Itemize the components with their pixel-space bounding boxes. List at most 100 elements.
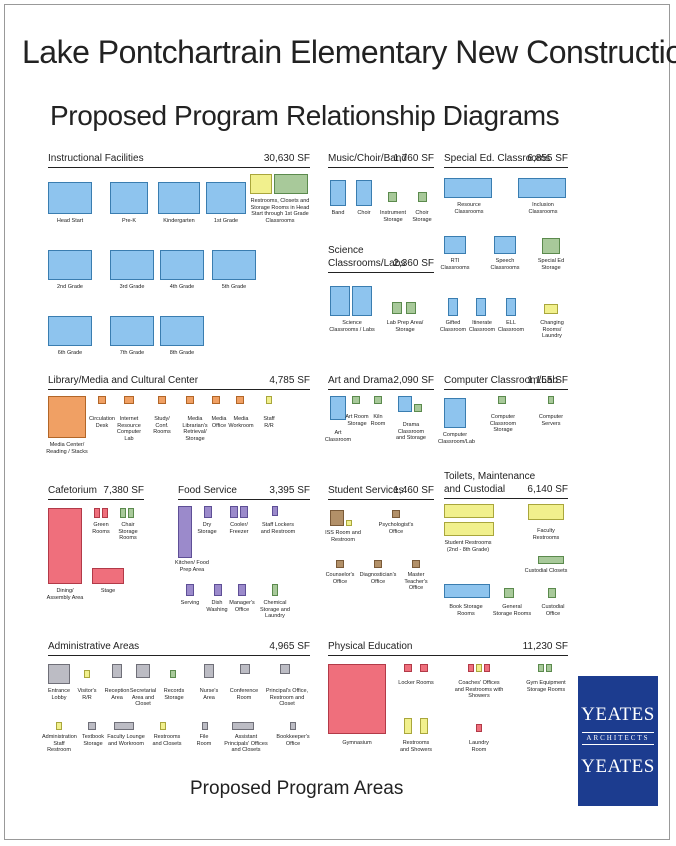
room-pe-restroom: [404, 718, 412, 734]
section-art-drama: Art and Drama 2,090 SF Art Classroom Art…: [325, 374, 434, 470]
section-header: Art and Drama 2,090 SF: [328, 374, 434, 390]
section-area: 4,965 SF: [269, 641, 310, 652]
room-label: Dry Storage: [197, 522, 217, 535]
section-area: 11,230 SF: [522, 641, 568, 652]
section-name: Art and Drama: [328, 375, 394, 386]
section-area: 30,630 SF: [263, 153, 310, 164]
room-green-room: [94, 508, 100, 518]
room-label: Visitor's R/R: [77, 688, 97, 701]
room-chair-storage: [128, 508, 134, 518]
room-label: Faculty Lounge and Workroom: [107, 734, 145, 747]
room-master-teacher: [412, 560, 420, 568]
room-4th-grade: [160, 250, 204, 280]
room-label: Master Teacher's Office: [404, 572, 428, 591]
room-label: Staff Lockers and Restroom: [260, 522, 296, 535]
section-admin: Administrative Areas 4,965 SF Entrance L…: [42, 640, 310, 760]
room-reception: [112, 664, 122, 678]
room-entrance-lobby: [48, 664, 70, 684]
room-label: Computer Servers: [538, 414, 564, 427]
room-bookkeeper: [290, 722, 296, 730]
section-name: Special Ed. Classrooms: [444, 153, 551, 164]
room-kiln: [374, 396, 382, 404]
section-instructional: Instructional Facilities 30,630 SF Head …: [48, 152, 310, 364]
room-label: Cooler/ Freezer: [229, 522, 249, 535]
section-area: 1,760 SF: [393, 153, 434, 164]
room-faculty-restrooms: [528, 504, 564, 520]
room-gymnasium: [328, 664, 386, 734]
section-name: Computer Classroom/Lab: [444, 375, 558, 386]
room-computer-storage: [498, 396, 506, 404]
section-header: Administrative Areas 4,965 SF: [48, 640, 310, 656]
room-kitchen: [178, 506, 192, 558]
section-pe: Physical Education 11,230 SF Gymnasium L…: [328, 640, 568, 760]
room-student-restrooms: [444, 504, 494, 518]
room-label: ISS Room and Restroom: [325, 530, 361, 543]
room-faculty-lounge: [114, 722, 134, 730]
section-area: 3,395 SF: [269, 485, 310, 496]
room-label: Kiln Room: [370, 414, 386, 427]
room-restrooms-closets: [160, 722, 166, 730]
room-label: 7th Grade: [119, 350, 145, 356]
room-label: 1st Grade: [213, 218, 239, 224]
room-label: Circulation Desk: [89, 416, 115, 429]
room-2nd-grade: [48, 250, 92, 280]
room-label: 3rd Grade: [119, 284, 145, 290]
section-name: Cafetorium: [48, 485, 97, 496]
room-speech: [494, 236, 516, 254]
room-dry-storage: [204, 506, 212, 518]
room-label: Resource Classrooms: [454, 202, 484, 215]
room-drama-storage: [414, 404, 422, 412]
room-green-room: [102, 508, 108, 518]
room-label: Drama Classroom and Storage: [396, 422, 426, 441]
section-name: Physical Education: [328, 641, 413, 652]
room-label: Nurse's Area: [199, 688, 219, 701]
room-itinerate: [476, 298, 486, 316]
page-subtitle: Proposed Program Relationship Diagrams: [50, 100, 560, 131]
room-label: Restrooms and Closets: [152, 734, 182, 747]
room-changing: [544, 304, 558, 314]
section-name: Library/Media and Cultural Center: [48, 375, 199, 386]
section-area: 4,785 SF: [269, 375, 310, 386]
section-music: Music/Choir/Band 1,760 SF Band Choir Ins…: [328, 152, 434, 234]
room-band: [330, 180, 346, 206]
room-label: 6th Grade: [57, 350, 83, 356]
room-dining: [48, 508, 82, 584]
room-manager: [238, 584, 246, 596]
room-kindergarten: [158, 182, 200, 214]
room-label: Lab Prep Area/ Storage: [386, 320, 424, 333]
room-nurse: [204, 664, 214, 678]
room-gym-storage: [546, 664, 552, 672]
room-computer-servers: [548, 396, 554, 404]
room-label: 4th Grade: [169, 284, 195, 290]
section-food: Food Service 3,395 SF Kitchen/ Food Prep…: [175, 484, 310, 634]
room-label: Inclusion Classrooms: [528, 202, 558, 215]
room-gifted: [448, 298, 458, 316]
room-5th-grade: [212, 250, 256, 280]
room-label: Psychologist's Office: [378, 522, 414, 535]
section-header: Special Ed. Classrooms 6,855 SF: [444, 152, 568, 168]
room-label: Changing Rooms/ Laundry: [540, 320, 564, 339]
section-header: Instructional Facilities 30,630 SF: [48, 152, 310, 168]
room-dish: [214, 584, 222, 596]
section-science: Science Classrooms/Labs 2,360 SF Science…: [328, 244, 434, 348]
room-label: Restrooms, Closets and Storage Rooms in …: [250, 198, 310, 224]
room-head-start: [48, 182, 92, 214]
room-label: Dish Washing: [206, 600, 228, 613]
room-librarian: [186, 396, 194, 404]
room-student-restrooms: [444, 522, 494, 536]
room-label: Records Storage: [163, 688, 185, 701]
logo-line-3: YEATES: [581, 756, 655, 777]
room-label: Internet Resource Computer Lab: [116, 416, 142, 442]
room-label: Manager's Office: [229, 600, 255, 613]
room-label: Art Room Storage: [345, 414, 369, 427]
room-label: Head Start: [56, 218, 84, 224]
section-name: Administrative Areas: [48, 641, 140, 652]
room-circulation: [98, 396, 106, 404]
room-6th-grade: [48, 316, 92, 346]
room-coaches: [484, 664, 490, 672]
room-label: RTI Classrooms: [440, 258, 470, 271]
room-label: Serving: [180, 600, 200, 606]
room-secretarial: [136, 664, 150, 678]
room-internet-lab: [124, 396, 134, 404]
room-lab-prep: [406, 302, 416, 314]
